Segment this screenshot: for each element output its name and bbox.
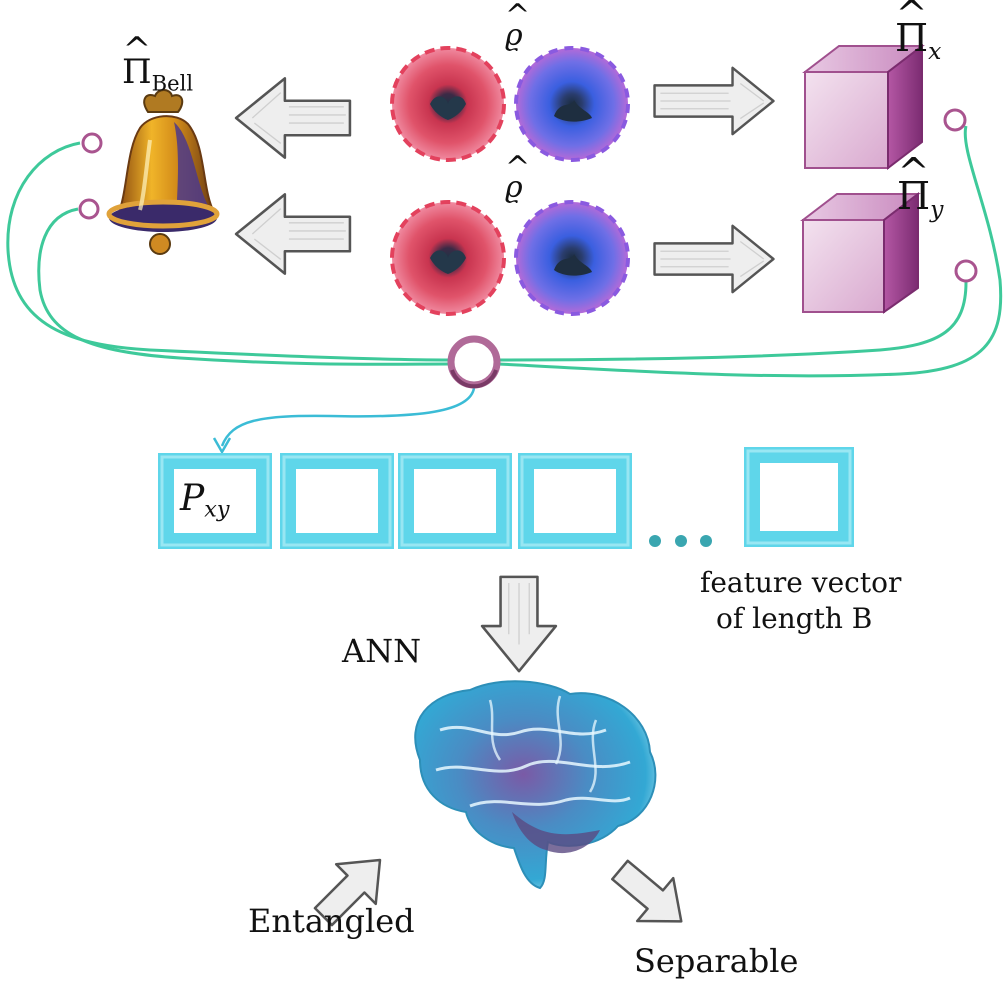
state-pair-top [390,46,630,162]
feature-box-4 [518,453,632,549]
arrow-icon-bottom-left [234,193,352,275]
connector-bell-top [81,132,103,154]
wire-pi-y [497,281,968,362]
feature-box-1 [158,453,272,549]
arrow-icon-top-right [653,66,775,136]
ann-label: ANN [342,632,422,670]
pi-x-hat: ^ [895,0,928,36]
pi-y-hat: ^ [897,150,930,194]
bell-icon [106,89,220,255]
wire-pi-x [497,125,1003,378]
pi-bell-label: ^ΠBell [122,30,194,96]
arrow-icon-bottom-right [653,224,775,294]
feature-box-3 [398,453,512,549]
arrow-icon-top-left [234,77,352,159]
pxy-label: Pxy [180,478,230,523]
arrow-icon-down [480,575,558,673]
feature-vector [158,447,854,549]
rho-bottom-hat: ^ [505,150,531,185]
measurement-cube-icon-x [802,43,925,171]
feature-vector-caption-line2: of length B [716,602,873,635]
wire-arrowhead [212,437,232,455]
brain-icon [414,680,657,890]
wire-to-feature [220,387,476,447]
arrow-icon-entangled [313,858,382,927]
pi-x-label: ^Πx [895,0,941,65]
wire-bell-bottom [37,207,451,366]
state-pair-bottom [390,200,630,316]
feature-box-last [744,447,854,547]
wires [6,125,1003,378]
rho-top-label: ^ϱ [505,0,531,53]
feature-box-texture [160,449,852,547]
feature-box-2 [280,453,394,549]
connector-pi-y [954,259,978,283]
rho-top-hat: ^ [505,0,531,33]
feature-vector-caption-line1: feature vector [700,566,902,599]
pi-y-label: ^Πy [897,150,944,224]
arrow-icon-separable [611,859,683,923]
wire-bell-top [6,141,451,362]
connector-central-shade [450,369,498,389]
connector-pi-x [943,108,967,132]
measurement-cube-icon-y [800,191,921,314]
separable-label: Separable [634,942,799,980]
pi-bell-hat: ^ [122,30,152,70]
connector-nodes [78,108,978,389]
entangled-label: Entangled [248,902,415,940]
rho-bottom-label: ^ϱ [505,150,531,205]
connector-bell-bottom [78,198,100,220]
ellipsis-dots [649,535,712,547]
